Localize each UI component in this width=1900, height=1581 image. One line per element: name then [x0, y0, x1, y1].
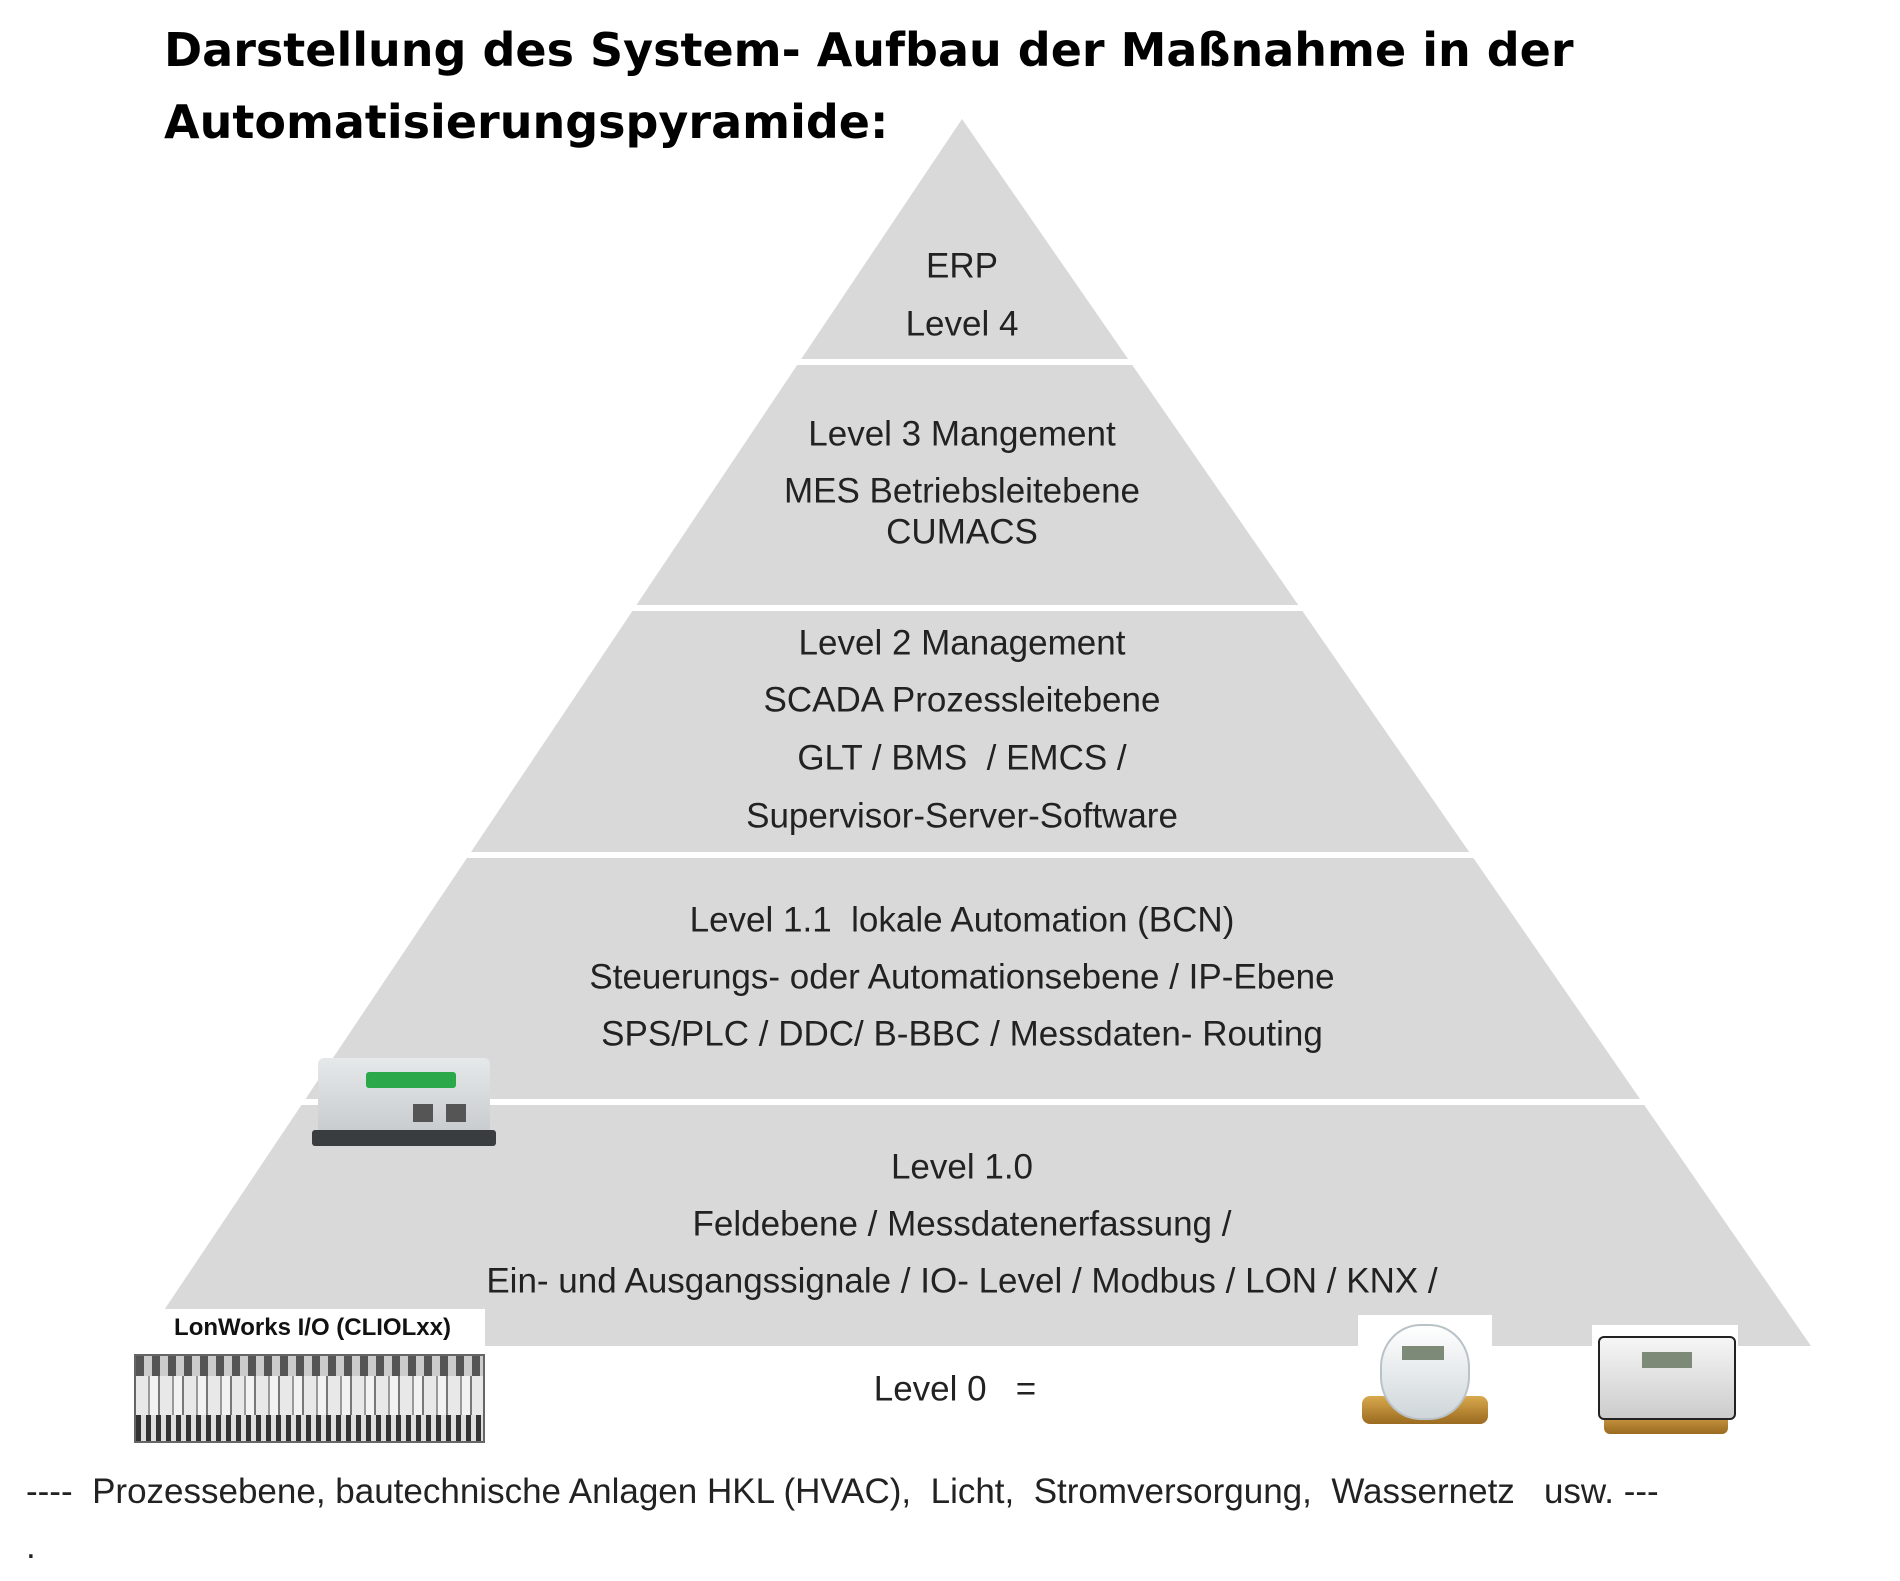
level-1-0-line: Ein- und Ausgangssignale / IO- Level / M… [486, 1261, 1438, 1301]
level-2-line: GLT / BMS / EMCS / [797, 738, 1127, 778]
level-4-line: ERP [926, 246, 998, 286]
controller-device-image [312, 1058, 496, 1150]
level-1-1-line: Steuerungs- oder Automationsebene / IP-E… [589, 957, 1335, 997]
level-2-line: Supervisor-Server-Software [746, 796, 1178, 836]
level-separators [0, 359, 1900, 1105]
level-0-label: Level 0 = [873, 1369, 1037, 1409]
level-1-0-line: Feldebene / Messdatenerfassung / [692, 1204, 1232, 1244]
level-2-line: Level 2 Management [798, 623, 1126, 663]
pyramid-shape [140, 119, 1811, 1346]
level-1-1-line: Level 1.1 lokale Automation (BCN) [689, 900, 1235, 940]
level-1-1-line: SPS/PLC / DDC/ B-BBC / Messdaten- Routin… [601, 1014, 1323, 1054]
lonworks-io-device-image [134, 1354, 485, 1443]
level-3-line: CUMACS [886, 512, 1038, 552]
level-2-line: SCADA Prozessleitebene [763, 680, 1161, 720]
diagram-title-line2: Automatisierungspyramide: [164, 95, 889, 149]
water-meter-image [1358, 1318, 1492, 1449]
level-1-0-line: Level 1.0 [890, 1147, 1034, 1187]
level-3-line: Level 3 Mangement [808, 414, 1116, 454]
level-4-line: Level 4 [905, 304, 1019, 344]
heat-meter-image [1594, 1330, 1738, 1443]
footer-dot: . [26, 1527, 36, 1566]
level-3-line: MES Betriebsleitebene [783, 471, 1141, 511]
lonworks-label-box: LonWorks I/O (CLIOLxx) [140, 1309, 485, 1346]
diagram-title-line1: Darstellung des System- Aufbau der Maßna… [164, 23, 1574, 77]
lonworks-label: LonWorks I/O (CLIOLxx) [174, 1314, 451, 1341]
footer-process-level: ---- Prozessebene, bautechnische Anlagen… [26, 1472, 1659, 1511]
